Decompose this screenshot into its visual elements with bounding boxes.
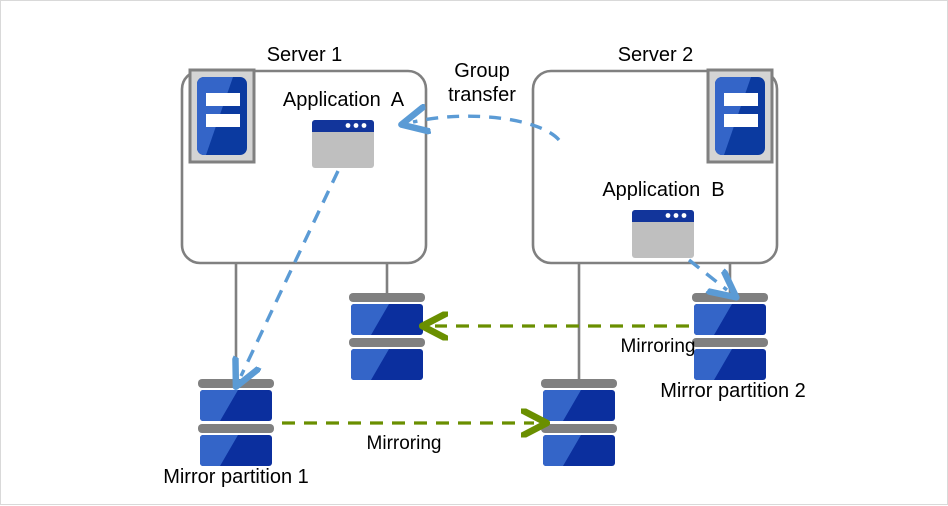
mirror-partition-1-label: Mirror partition 1 <box>163 466 309 488</box>
mirroring-label-top: Mirroring <box>620 336 696 357</box>
disk-stack-icon-a <box>349 293 425 380</box>
server1-title: Server 1 <box>266 44 343 66</box>
group-transfer-label-line2: transfer <box>448 84 516 106</box>
disk-stack-icon-b <box>541 379 617 466</box>
application-b-label: Application B <box>602 179 725 201</box>
application-a-label: Application A <box>282 89 405 111</box>
server-icon-a <box>188 68 256 164</box>
app-a-to-partition-arrow <box>241 170 340 376</box>
application-window-icon-a <box>312 120 374 168</box>
mirror-partition-2-label: Mirror partition 2 <box>660 380 806 402</box>
mirroring-label-bottom: Mirroring <box>366 433 442 454</box>
app-b-to-partition-arrow <box>687 258 727 290</box>
application-window-icon-b <box>632 210 694 258</box>
server2-title: Server 2 <box>617 44 694 66</box>
group-transfer-label-line1: Group <box>454 60 510 82</box>
server-icon-b <box>706 68 774 164</box>
group-transfer-arrow <box>413 116 561 142</box>
disk-stack-icon-mirror-partition-1 <box>198 379 274 466</box>
connector-lines <box>234 263 732 383</box>
